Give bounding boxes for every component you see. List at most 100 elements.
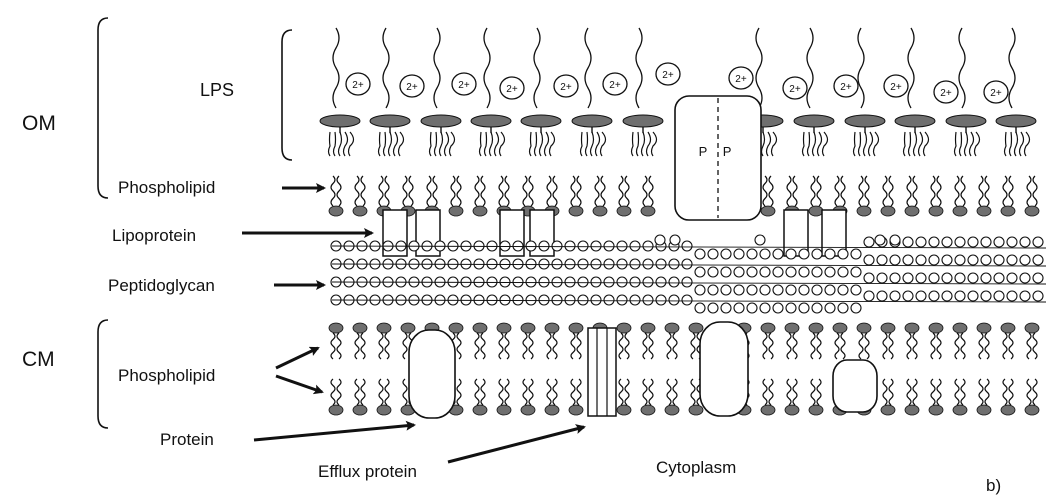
lipid-a-tail bbox=[854, 132, 856, 156]
peptidoglycan-unit bbox=[565, 295, 575, 305]
phospholipid-head bbox=[521, 405, 535, 415]
cm-label: CM bbox=[22, 348, 55, 372]
peptidoglycan-unit bbox=[773, 249, 783, 259]
phospholipid-tail bbox=[403, 176, 407, 206]
peptidoglycan-unit bbox=[617, 241, 627, 251]
phospholipid-inner-arrow-down bbox=[276, 376, 322, 392]
phospholipid-tail bbox=[1027, 379, 1031, 405]
peptidoglycan-unit bbox=[929, 291, 939, 301]
phospholipid-tail bbox=[769, 176, 773, 206]
peptidoglycan-unit bbox=[916, 255, 926, 265]
peptidoglycan-unit bbox=[721, 249, 731, 259]
phospholipid-head bbox=[473, 405, 487, 415]
lipid-a-tail bbox=[485, 132, 487, 156]
phospholipid-tail bbox=[385, 176, 389, 206]
peptidoglycan-unit bbox=[695, 285, 705, 295]
peptidoglycan-unit bbox=[1033, 237, 1043, 247]
peptidoglycan-unit bbox=[955, 237, 965, 247]
phospholipid-tail bbox=[529, 379, 533, 405]
phospholipid-head bbox=[881, 405, 895, 415]
peptidoglycan-unit bbox=[760, 267, 770, 277]
phospholipid-tail bbox=[337, 176, 341, 206]
peptidoglycan-unit bbox=[760, 303, 770, 313]
cation-charge-label: 2+ bbox=[406, 82, 418, 93]
phospholipid-head bbox=[593, 206, 607, 216]
peptidoglycan-unit bbox=[513, 295, 523, 305]
lipid-a-tail bbox=[767, 132, 771, 156]
phospholipid-tail bbox=[1003, 333, 1007, 359]
cation-charge-label: 2+ bbox=[662, 70, 674, 81]
lps-core bbox=[370, 115, 410, 127]
lipid-a-tail bbox=[960, 132, 962, 156]
phospholipid-head bbox=[1001, 405, 1015, 415]
peptidoglycan-unit bbox=[799, 303, 809, 313]
peptidoglycan-unit bbox=[669, 295, 679, 305]
phospholipid-tail bbox=[355, 333, 359, 359]
peptidoglycan-unit bbox=[760, 285, 770, 295]
phospholipid-tail bbox=[529, 333, 533, 359]
peptidoglycan-unit bbox=[656, 295, 666, 305]
peptidoglycan-unit bbox=[669, 277, 679, 287]
phospholipid-tail bbox=[889, 176, 893, 206]
peptidoglycan-unit bbox=[890, 291, 900, 301]
peptidoglycan-unit bbox=[812, 303, 822, 313]
phospholipid-head bbox=[785, 405, 799, 415]
o-antigen-chain bbox=[434, 28, 440, 108]
phospholipid-head bbox=[329, 323, 343, 333]
peptidoglycan-unit bbox=[786, 285, 796, 295]
phospholipid-tail bbox=[811, 176, 815, 206]
phospholipid-tail bbox=[673, 379, 677, 405]
efflux-protein bbox=[588, 328, 616, 416]
phospholipid-head bbox=[449, 323, 463, 333]
peptidoglycan-unit bbox=[942, 255, 952, 265]
cm-bracket bbox=[98, 320, 108, 428]
phospholipid-head bbox=[569, 323, 583, 333]
phospholipid-tail bbox=[499, 379, 503, 405]
phospholipid-tail bbox=[769, 333, 773, 359]
phospholipid-head bbox=[977, 206, 991, 216]
phospholipid-tail bbox=[937, 379, 941, 405]
phospholipid-tail bbox=[865, 333, 869, 359]
peptidoglycan-unit bbox=[500, 241, 510, 251]
lps-label: LPS bbox=[200, 80, 234, 101]
phospholipid-tail bbox=[793, 379, 797, 405]
phospholipid-tail bbox=[355, 176, 359, 206]
protein-blob bbox=[700, 322, 748, 416]
phospholipid-tail bbox=[505, 176, 509, 206]
peptidoglycan-unit bbox=[682, 259, 692, 269]
phospholipid-tail bbox=[571, 379, 575, 405]
cation-charge-label: 2+ bbox=[840, 82, 852, 93]
lipid-a-tail bbox=[339, 132, 342, 156]
lipid-a-tail bbox=[919, 132, 923, 156]
peptidoglycan-unit bbox=[655, 235, 665, 245]
phospholipid-tail bbox=[979, 379, 983, 405]
peptidoglycan-unit bbox=[500, 277, 510, 287]
peptidoglycan-unit bbox=[812, 285, 822, 295]
phospholipid-tail bbox=[571, 176, 575, 206]
cation-charge-label: 2+ bbox=[890, 82, 902, 93]
phospholipid-tail bbox=[1027, 176, 1031, 206]
phospholipid-head bbox=[1025, 206, 1039, 216]
peptidoglycan-unit bbox=[604, 295, 614, 305]
peptidoglycan-unit bbox=[864, 237, 874, 247]
phospholipid-tail bbox=[601, 176, 605, 206]
peptidoglycan-unit bbox=[981, 273, 991, 283]
lipid-a-tail bbox=[813, 132, 816, 156]
phospholipid-tail bbox=[1009, 176, 1013, 206]
peptidoglycan-unit bbox=[643, 295, 653, 305]
peptidoglycan-unit bbox=[513, 259, 523, 269]
phospholipid-head bbox=[1001, 206, 1015, 216]
phospholipid-head bbox=[473, 206, 487, 216]
phospholipid-head bbox=[497, 405, 511, 415]
peptidoglycan-unit bbox=[981, 291, 991, 301]
phospholipid-tail bbox=[523, 379, 527, 405]
lipid-a-tail bbox=[904, 132, 906, 156]
cation-charge-label: 2+ bbox=[735, 74, 747, 85]
phospholipid-head bbox=[641, 206, 655, 216]
peptidoglycan-unit bbox=[851, 267, 861, 277]
peptidoglycan-unit bbox=[721, 285, 731, 295]
phospholipid-tail bbox=[859, 333, 863, 359]
peptidoglycan-unit bbox=[968, 255, 978, 265]
peptidoglycan-unit bbox=[578, 241, 588, 251]
phospholipid-tail bbox=[937, 333, 941, 359]
